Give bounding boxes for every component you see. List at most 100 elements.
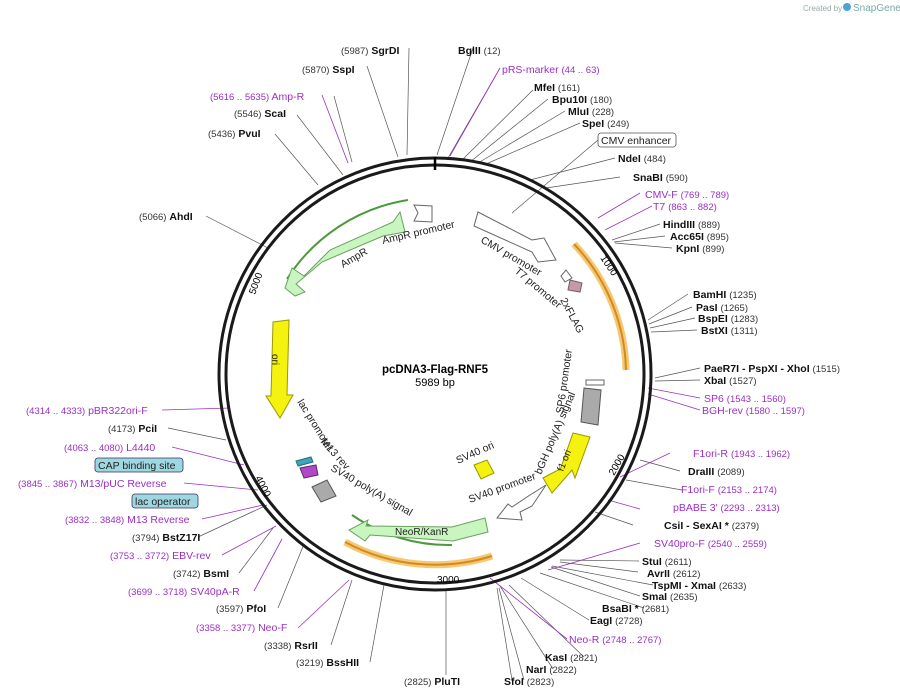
feature-lac-promoter[interactable]: [299, 464, 319, 479]
site-label[interactable]: AvrII (2612): [647, 568, 700, 580]
site-label[interactable]: EagI (2728): [590, 615, 643, 627]
features-layer: [265, 204, 605, 542]
site-label[interactable]: XbaI (1527): [704, 375, 757, 387]
site-label[interactable]: KpnI (899): [676, 243, 724, 255]
site-label[interactable]: BglII (12): [458, 45, 501, 57]
orf-arc-neo2: [351, 514, 453, 547]
boxed-label-text: CMV enhancer: [601, 135, 672, 147]
primer-label[interactable]: SP6 (1543 .. 1560): [704, 393, 786, 405]
feature-ampr-promoter[interactable]: [413, 204, 433, 223]
site-label[interactable]: (5870) SspI: [302, 64, 355, 76]
boxed-label-text: lac operator: [135, 496, 191, 508]
feature-t7-promoter[interactable]: [560, 269, 573, 283]
feature-sp6-promoter[interactable]: [585, 379, 605, 386]
credit-brand: SnapGene: [853, 3, 900, 14]
primer-leader-lines: [161, 67, 701, 640]
plasmid-name: pcDNA3-Flag-RNF5: [382, 364, 489, 376]
primer-label[interactable]: pRS-marker (44 .. 63): [502, 64, 600, 76]
site-label[interactable]: (4173) PciI: [108, 423, 157, 435]
site-label[interactable]: PasI (1265): [696, 302, 748, 314]
site-label[interactable]: SfoI (2823): [504, 676, 554, 688]
feature-flag[interactable]: [567, 279, 583, 293]
primer-label[interactable]: (3358 .. 3377) Neo-F: [196, 622, 287, 634]
label-sv40ori: SV40 ori: [454, 439, 496, 466]
feature-bgh[interactable]: [580, 387, 602, 426]
site-label[interactable]: (3742) BsmI: [173, 568, 229, 580]
feature-m13rev[interactable]: [295, 456, 314, 467]
site-labels: (5987) SgrDI BglII (12) (5870) SspI pRS-…: [18, 45, 840, 688]
feature-sv40ori[interactable]: [473, 459, 495, 480]
site-label[interactable]: (3597) PfoI: [216, 603, 266, 615]
primer-label[interactable]: (3845 .. 3867) M13/pUC Reverse: [18, 478, 167, 490]
site-label[interactable]: NdeI (484): [618, 153, 666, 165]
site-label[interactable]: (2825) PluTI: [404, 676, 460, 688]
primer-label[interactable]: F1ori-F (2153 .. 2174): [681, 484, 777, 496]
tick-label: 3000: [437, 575, 460, 586]
site-label[interactable]: TspMI - XmaI (2633): [652, 580, 746, 592]
credit-prefix: Created by: [803, 4, 842, 13]
leader-lines: [167, 47, 701, 681]
site-label[interactable]: MluI (228): [568, 106, 614, 118]
primer-label[interactable]: (5616 .. 5635) Amp-R: [210, 91, 305, 103]
primer-label[interactable]: BGH-rev (1580 .. 1597): [702, 405, 805, 417]
primer-label[interactable]: T7 (863 .. 882): [653, 201, 717, 213]
site-label[interactable]: BsaBI * (2681): [602, 603, 669, 615]
feature-ori[interactable]: [265, 319, 294, 419]
orf-arc-neo-inner: [344, 541, 493, 566]
primer-label[interactable]: (3753 .. 3772) EBV-rev: [110, 550, 211, 562]
primer-label[interactable]: CMV-F (769 .. 789): [645, 189, 729, 201]
feature-cmv-promoter[interactable]: [473, 211, 557, 263]
site-label[interactable]: (3338) RsrII: [264, 640, 318, 652]
site-label[interactable]: BstXI (1311): [701, 325, 758, 337]
site-label[interactable]: (5987) SgrDI: [341, 45, 399, 57]
snapgene-logo-icon: [843, 3, 851, 11]
boxed-label-text: CAP binding site: [98, 460, 176, 472]
primer-label[interactable]: SV40pro-F (2540 .. 2559): [654, 538, 767, 550]
primer-label[interactable]: (4314 .. 4333) pBR322ori-F: [26, 405, 148, 417]
orf-arc-amp: [286, 199, 409, 280]
site-label[interactable]: SmaI (2635): [642, 591, 698, 603]
feature-sv40pa[interactable]: [311, 479, 337, 503]
site-label[interactable]: BamHI (1235): [693, 289, 757, 301]
plasmid-size: 5989 bp: [415, 377, 455, 389]
primer-label[interactable]: (3699 .. 3718) SV40pA-R: [128, 586, 240, 598]
site-label[interactable]: BspEI (1283): [698, 313, 758, 325]
primer-label[interactable]: (3832 .. 3848) M13 Reverse: [65, 514, 190, 526]
site-label[interactable]: (3794) BstZ17I: [132, 532, 200, 544]
feature-f1ori[interactable]: [542, 432, 591, 494]
primer-label[interactable]: pBABE 3' (2293 .. 2313): [673, 502, 780, 514]
site-label[interactable]: Acc65I (895): [670, 231, 729, 243]
site-label[interactable]: DraIII (2089): [688, 466, 745, 478]
site-label[interactable]: CsiI - SexAI * (2379): [664, 520, 759, 532]
site-label[interactable]: SnaBI (590): [633, 172, 688, 184]
site-label[interactable]: StuI (2611): [642, 556, 692, 568]
site-label[interactable]: NarI (2822): [526, 664, 577, 676]
boxed-label-cmv-enhancer[interactable]: CMV enhancer: [597, 132, 677, 148]
site-label[interactable]: HindIII (889): [663, 219, 720, 231]
site-label[interactable]: (5066) AhdI: [139, 211, 193, 223]
primer-label[interactable]: Neo-R (2748 .. 2767): [569, 634, 661, 646]
site-label[interactable]: PaeR7I - PspXI - XhoI (1515): [704, 363, 840, 375]
boxed-label-lac-operator[interactable]: lac operator: [131, 493, 199, 509]
site-label[interactable]: Bpu10I (180): [552, 94, 612, 106]
label-neor: NeoR/KanR: [395, 527, 448, 538]
feature-ampr[interactable]: [284, 210, 406, 297]
feature-sv40-promoter[interactable]: [496, 484, 547, 521]
label-ori: ori: [269, 354, 280, 365]
orf-arc-rnf5-inner: [573, 243, 627, 371]
label-flag: 2xFLAG: [557, 296, 586, 336]
primer-label[interactable]: (4063 .. 4080) L4440: [64, 442, 155, 454]
site-label[interactable]: (5546) ScaI: [234, 108, 286, 120]
site-label[interactable]: MfeI (161): [534, 82, 580, 94]
primer-label[interactable]: F1ori-R (1943 .. 1962): [693, 448, 790, 460]
site-label[interactable]: SpeI (249): [582, 118, 629, 130]
site-label[interactable]: KasI (2821): [545, 652, 598, 664]
label-lac-promoter: lac promoter: [294, 397, 335, 453]
snapgene-credit: Created by SnapGene: [803, 3, 900, 14]
boxed-label-cap-binding-site[interactable]: CAP binding site: [94, 457, 184, 473]
site-label[interactable]: (5436) PvuI: [208, 128, 261, 140]
feature-neor[interactable]: [348, 517, 489, 542]
site-label[interactable]: (3219) BssHII: [296, 657, 359, 669]
